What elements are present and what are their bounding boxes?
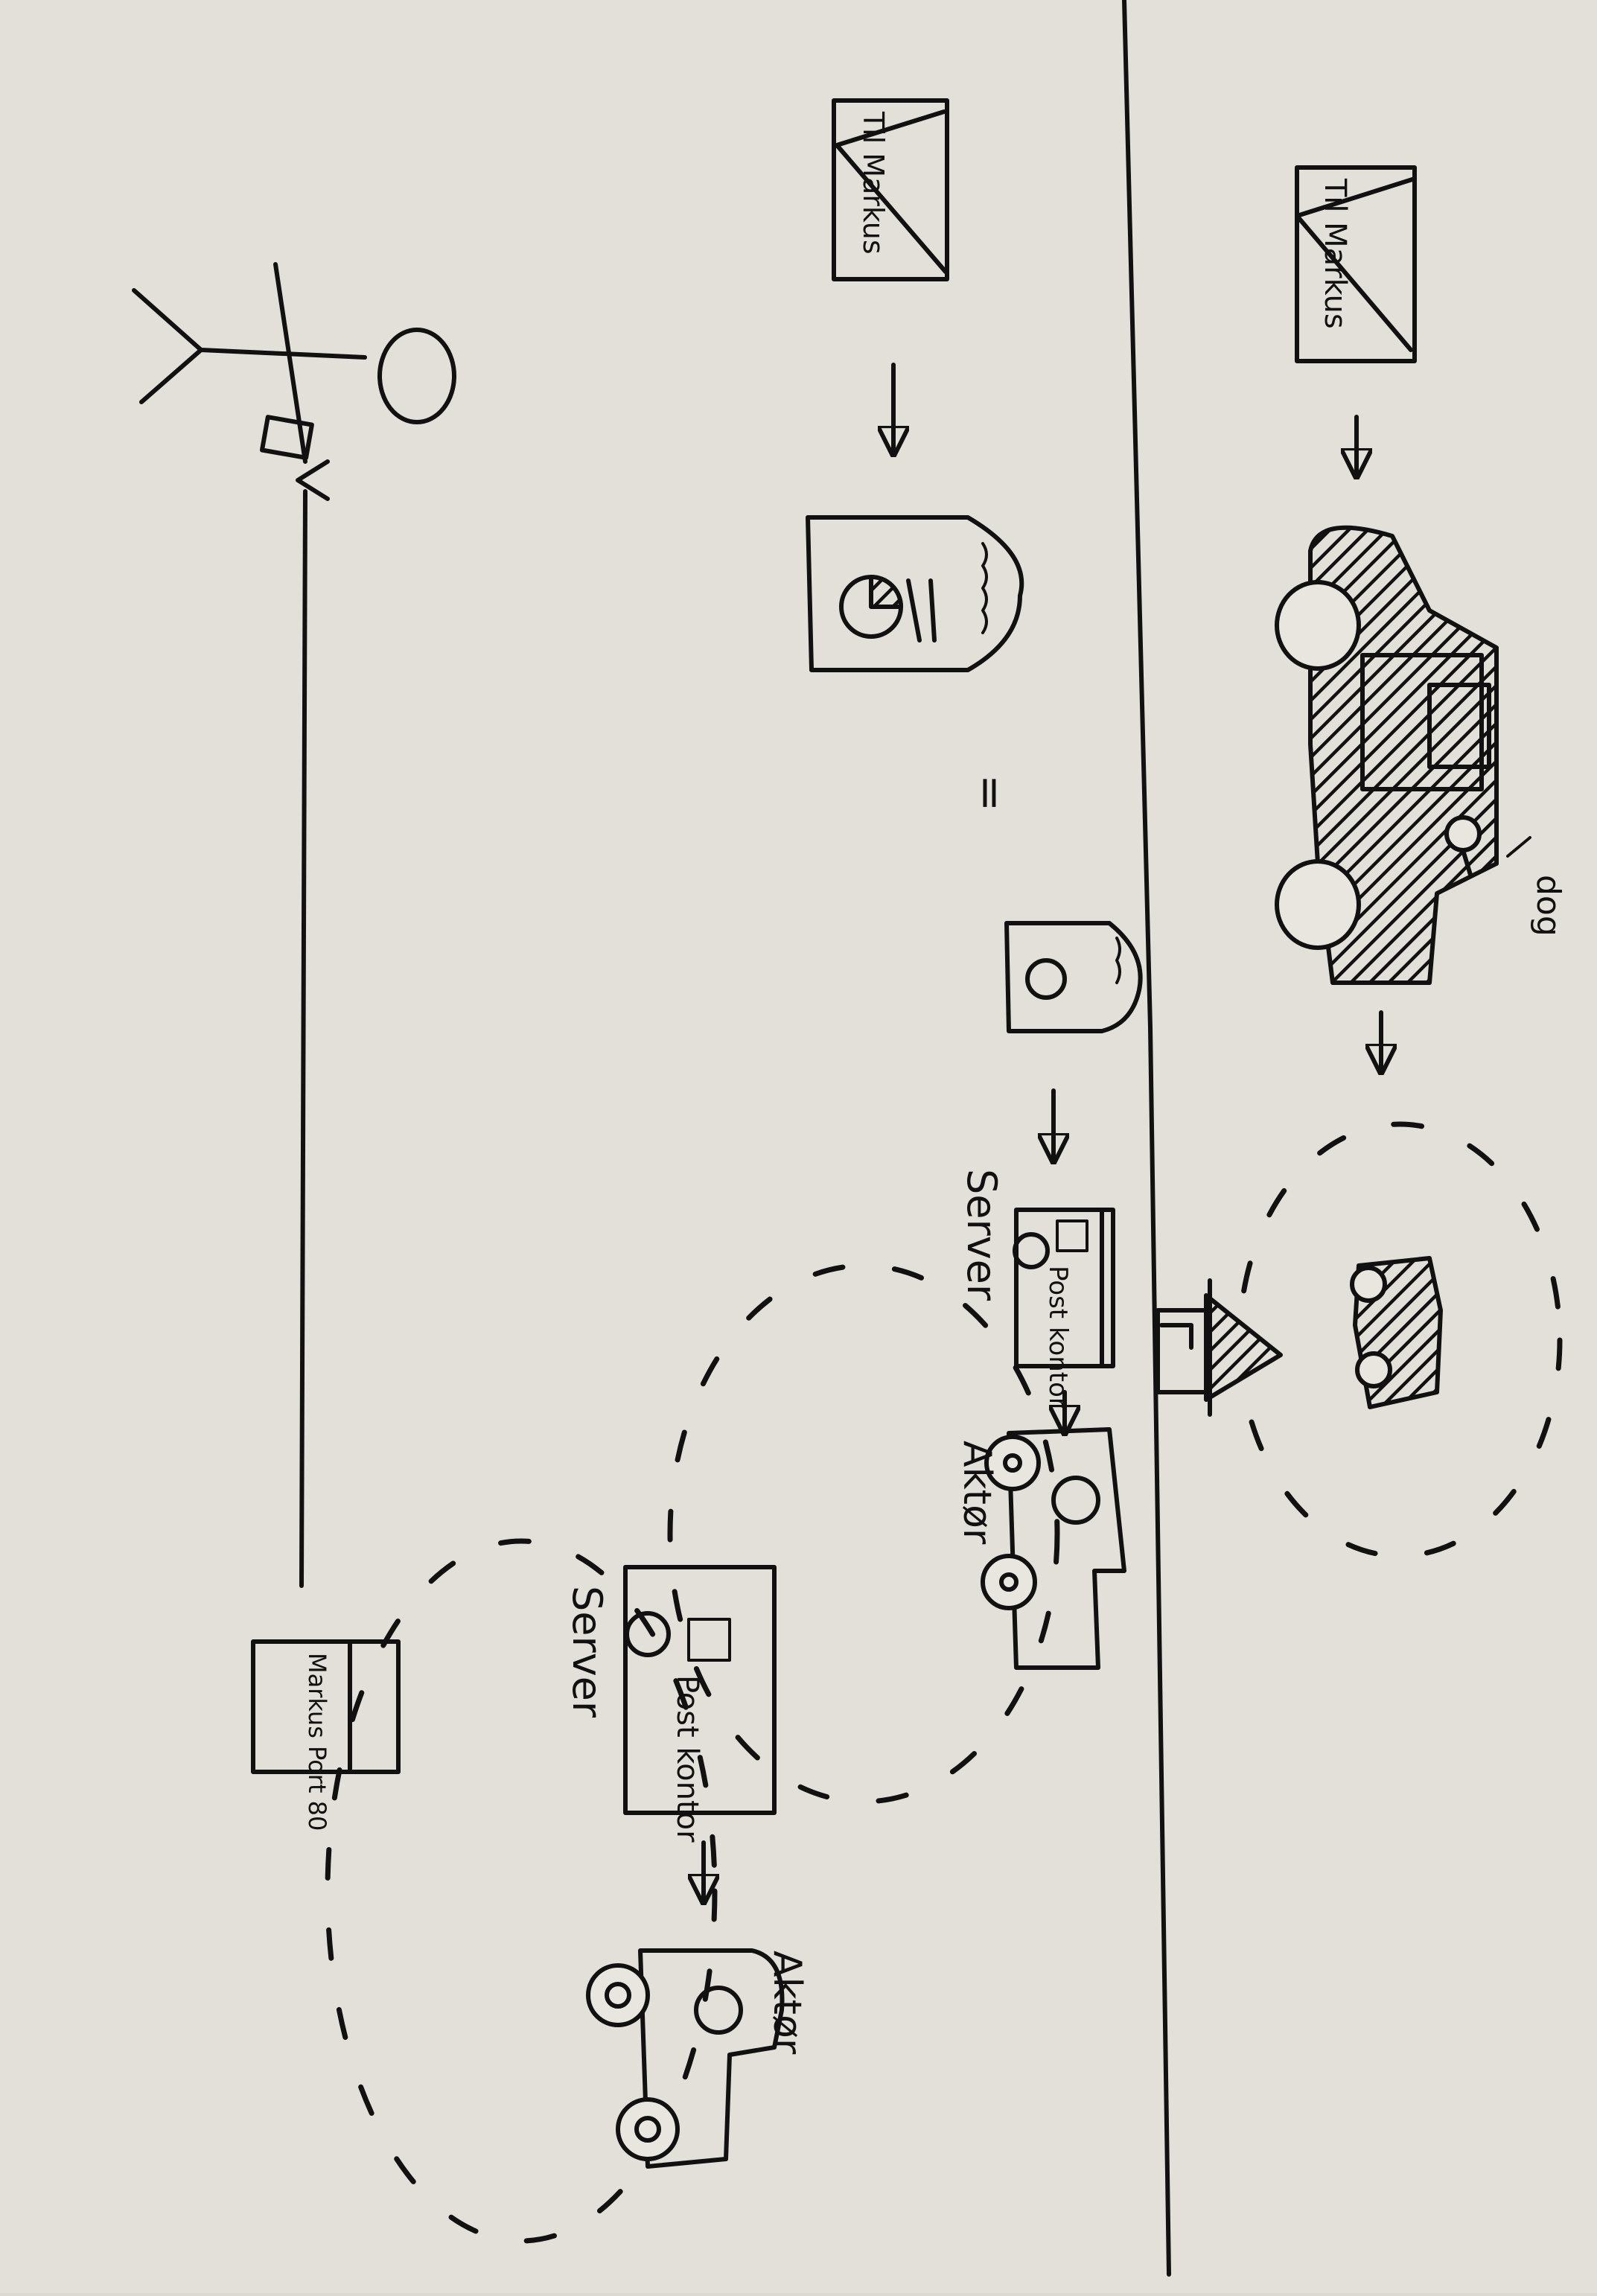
mailbox-label: Markus Port 80 xyxy=(303,1653,331,1831)
actor-truck-icon-2 xyxy=(586,1948,785,2169)
letter-label-digital: Til Markus xyxy=(857,111,890,255)
actor-label-2: Aktør xyxy=(765,1951,809,2055)
server-label-2: Server xyxy=(564,1586,611,1718)
connection-line xyxy=(299,489,307,1588)
letter-icon-digital: Til Markus xyxy=(832,98,949,281)
letter-icon-physical: Til Markus xyxy=(1295,165,1417,363)
equals-sign: = xyxy=(964,774,1016,811)
mailbox-icon: Markus Port 80 xyxy=(251,1639,401,1831)
small-car-icon xyxy=(1350,1256,1443,1409)
person-icon xyxy=(132,262,456,501)
actor-label-1: Aktør xyxy=(954,1441,999,1545)
dog-pointer xyxy=(1506,836,1531,858)
browser-window-small-icon xyxy=(1004,921,1143,1033)
actor-truck-icon-1 xyxy=(981,1427,1126,1670)
dashed-loop-1 xyxy=(667,1263,1060,1805)
post-office-server-icon-1: Post kontor xyxy=(1013,1208,1115,1408)
dog-label: dog xyxy=(1529,875,1567,937)
post-office-label-1: Post kontor xyxy=(1043,1266,1073,1408)
server-label-1: Server xyxy=(958,1169,1005,1301)
browser-window-icon xyxy=(806,515,1024,672)
post-office-server-icon-2: Post kontor xyxy=(623,1565,777,1843)
house-icon xyxy=(1155,1278,1283,1417)
car-icon xyxy=(1275,525,1499,985)
divider-line xyxy=(1122,0,1171,2277)
post-office-label-2: Post kontor xyxy=(670,1675,704,1843)
letter-label-physical: Til Markus xyxy=(1318,178,1352,329)
